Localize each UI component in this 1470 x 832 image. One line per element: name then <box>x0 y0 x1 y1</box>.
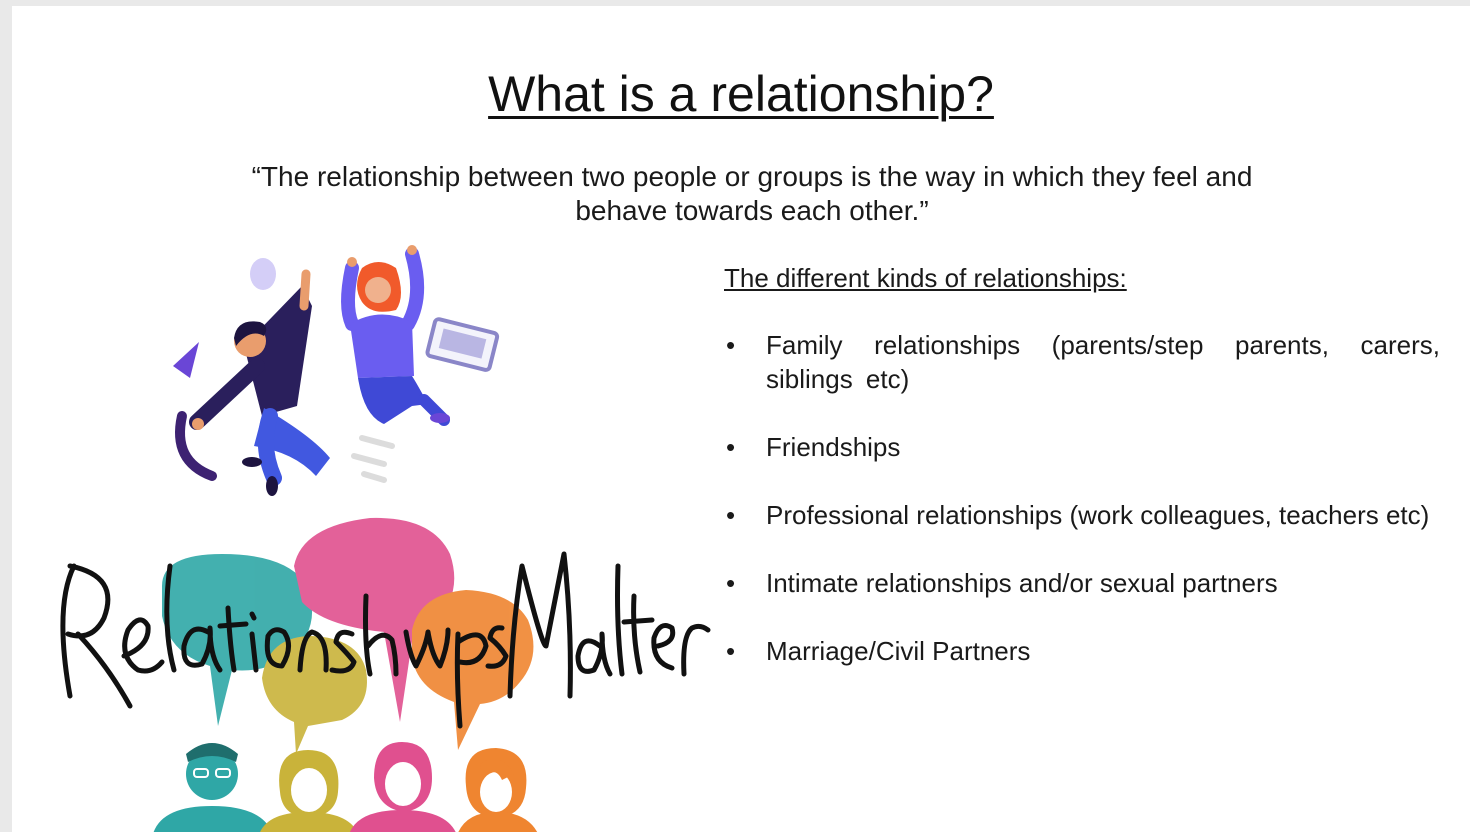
bullet-icon: • <box>726 330 736 360</box>
speech-bubble-teal <box>162 554 313 726</box>
jumping-man-figure <box>189 269 330 496</box>
swoosh-shape <box>175 411 217 481</box>
quote-line-2: behave towards each other.” <box>575 195 929 226</box>
list-item: • Friendships <box>720 430 1440 464</box>
speech-bubble-mustard <box>262 636 367 754</box>
bullet-icon: • <box>726 568 736 598</box>
relationships-matter-illustration <box>60 517 711 832</box>
slide-title: What is a relationship? <box>488 66 994 122</box>
list-item-label: Professional relationships (work colleag… <box>766 500 1430 530</box>
list-item: • Family relationships (parents/step par… <box>720 328 1440 396</box>
relationship-kinds-list: • Family relationships (parents/step par… <box>720 328 1440 668</box>
bullet-icon: • <box>726 432 736 462</box>
list-item: • Marriage/Civil Partners <box>720 634 1440 668</box>
person-pink-icon <box>349 742 456 832</box>
relationship-kinds-heading: The different kinds of relationships: <box>724 263 1127 293</box>
relationships-matter-handwriting <box>60 551 711 729</box>
list-item: • Intimate relationships and/or sexual p… <box>720 566 1440 600</box>
list-item: • Professional relationships (work colle… <box>720 498 1440 532</box>
quote-line-1: “The relationship between two people or … <box>251 161 1253 192</box>
laptop-icon <box>425 317 500 372</box>
bullet-icon: • <box>726 636 736 666</box>
list-item-label: Intimate relationships and/or sexual par… <box>766 568 1278 598</box>
paper-plane-icon <box>173 342 199 378</box>
list-item-label: Friendships <box>766 432 901 462</box>
list-item-label: Marriage/Civil Partners <box>766 636 1031 666</box>
definition-quote: “The relationship between two people or … <box>162 160 1342 228</box>
person-teal-icon <box>153 743 272 832</box>
slide: What is a relationship? “The relationshi… <box>12 6 1470 832</box>
list-item-label: Family relationships (parents/step paren… <box>766 330 1440 394</box>
jumping-people-illustration <box>173 245 500 496</box>
motion-lines <box>351 435 395 483</box>
jumping-woman-figure <box>341 245 450 426</box>
speech-bubble-pink <box>294 517 455 722</box>
bullet-icon: • <box>726 500 736 530</box>
bubble-shape <box>250 258 276 290</box>
person-mustard-icon <box>260 750 358 832</box>
person-orange-icon <box>458 748 538 832</box>
